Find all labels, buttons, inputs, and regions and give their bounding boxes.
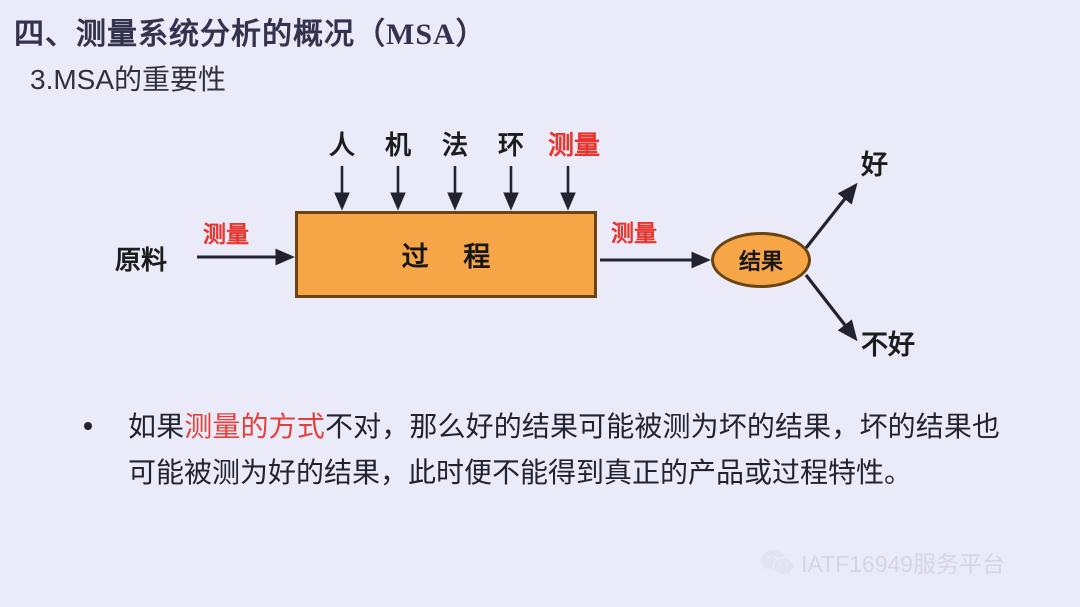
bullet-segment-1: 如果 [128,412,185,443]
wechat-icon [760,548,794,576]
factor-arrows [334,166,576,211]
outcome-label-bad: 不好 [861,330,915,360]
bullet-marker-icon [84,422,92,430]
bullet-text: 如果测量的方式不对，那么好的结果可能被测为坏的结果，坏的结果也可能被测为好的结果… [128,405,1000,497]
factor-label-huan: 环 [497,131,525,160]
factor-label-ren: 人 [328,131,356,160]
factor-label-fa: 法 [441,131,469,160]
bullet-segment-2: 不对，那么好的结果可能被测为坏的结果，坏的结果也可能被测为好的结果，此时便不能得… [128,412,1000,489]
factor-label-measurement: 测量 [547,131,601,160]
page-subtitle: 3.MSA的重要性 [30,64,227,95]
good-branch-arrow [804,182,858,249]
watermark-text: IATF16949服务平台 [801,551,1006,577]
page-title: 四、测量系统分析的概况（MSA） [14,18,487,51]
factor-label-ji: 机 [384,131,412,160]
outcome-label-good: 好 [861,150,888,180]
bad-branch-arrow [804,274,858,342]
result-ellipse-label: 结果 [738,249,783,274]
process-box-label: 过 程 [401,242,505,272]
bullet-segment-highlight: 测量的方式 [184,412,325,443]
bullet-block: 如果测量的方式不对，那么好的结果可能被测为坏的结果，坏的结果也可能被测为好的结果… [80,405,1000,497]
result-ellipse: 结果 [711,232,811,288]
input-material-label: 原料 [115,246,168,275]
process-box: 过 程 [295,211,597,298]
watermark: IATF16949服务平台 [760,545,1005,579]
input-measurement-label: 测量 [203,222,249,247]
output-measurement-label: 测量 [611,221,657,246]
